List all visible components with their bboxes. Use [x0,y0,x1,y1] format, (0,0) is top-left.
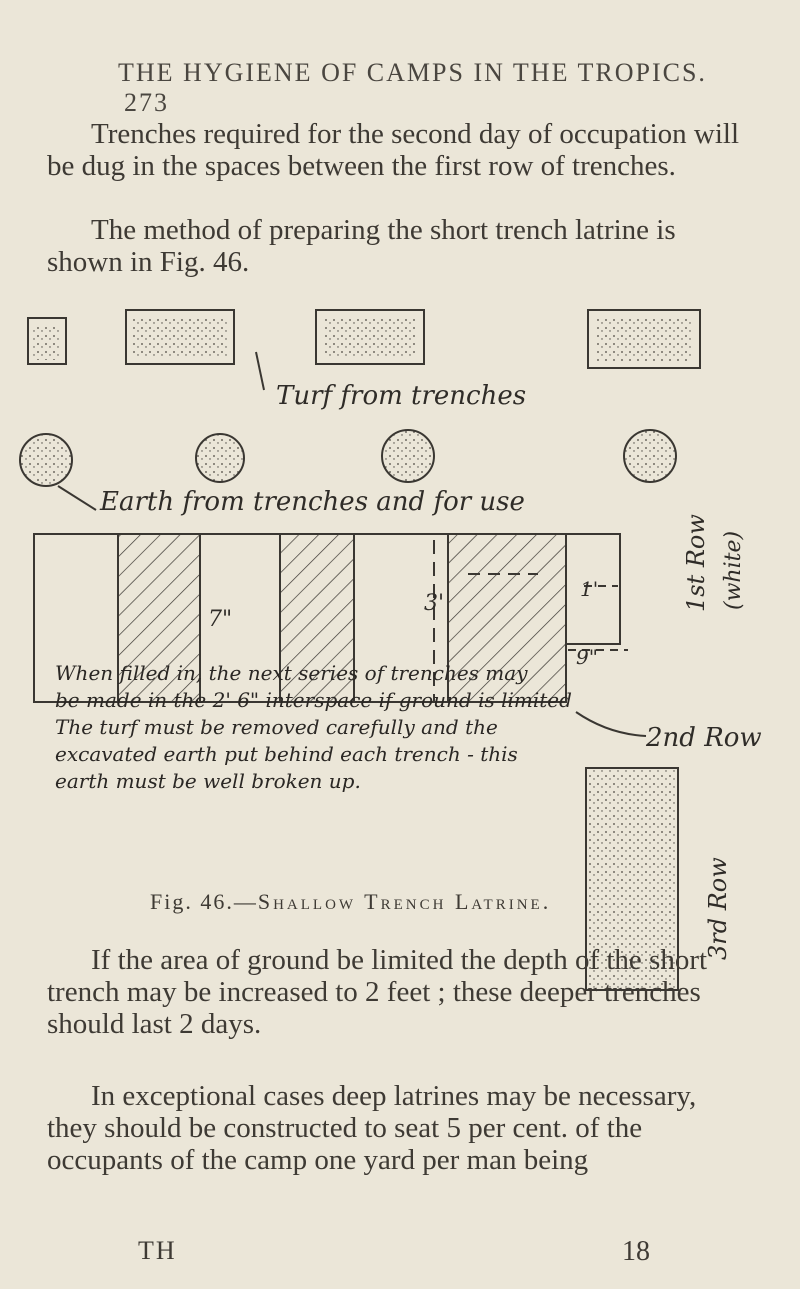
turf-square-4 [587,309,701,369]
label-row-2: 2nd Row [645,723,762,753]
earth-mound-4 [623,429,677,483]
turf-square-2 [125,309,235,365]
label-turf: Turf from trenches [276,381,526,411]
dim-1-foot: 1' [580,577,598,601]
footer-signature: TH [138,1236,177,1265]
earth-row [19,429,677,511]
paragraph-3-text: If the area of ground be limited the dep… [47,944,708,1040]
figure-drawing: Turf from trenches Earth from trenches a… [19,309,762,991]
trench-1-fill [117,533,201,703]
note-line: be made in the 2' 6" interspace if groun… [55,688,572,712]
trench-3 [353,533,449,703]
turf-square-1 [27,317,67,365]
paragraph-1: Trenches required for the second day of … [47,118,747,182]
label-earth: Earth from trenches and for use [99,487,525,517]
dim-3-foot: 3' [424,591,444,616]
caption-title: Shallow Trench Latrine. [257,889,552,914]
paragraph-3: If the area of ground be limited the dep… [47,944,747,1040]
figure-46: Turf from trenches Earth from trenches a… [19,309,788,991]
dim-7-inch: 7" [208,607,232,632]
turf-row [27,309,701,391]
trench-4 [565,533,621,645]
trench-4-fill [447,533,567,703]
trench-row-3-block [585,767,679,991]
note-line: excavated earth put behind each trench -… [55,742,518,766]
figure-note: When filled in, the next series of trenc… [55,660,575,795]
note-line: The turf must be removed carefully and t… [55,715,498,739]
paragraph-2: The method of preparing the short trench… [47,214,747,278]
label-row-1: 1st Row [682,514,710,612]
paragraph-4-text: In exceptional cases deep latrines may b… [47,1080,697,1176]
note-line: earth must be well broken up. [55,769,361,793]
footer-sheet-number: 18 [622,1236,650,1267]
earth-mound-2 [195,433,245,483]
paragraph-2-text: The method of preparing the short trench… [47,214,676,278]
trench-row-1 [33,533,628,703]
earth-mound-3 [381,429,435,483]
label-row-3: 3rd Row [704,857,732,960]
paragraph-4: In exceptional cases deep latrines may b… [47,1080,747,1176]
paragraph-1-text: Trenches required for the second day of … [47,118,740,182]
running-title: THE HYGIENE OF CAMPS IN THE TROPICS. [118,58,707,87]
label-row-1-note: (white) [721,531,746,610]
note-line: When filled in, the next series of trenc… [55,661,528,685]
caption-fig-number: Fig. 46.— [150,889,258,914]
dim-9-inch: 9" [576,645,598,669]
earth-mound-1 [19,433,73,487]
running-header: THE HYGIENE OF CAMPS IN THE TROPICS. 273 [118,58,758,118]
trench-2-fill [279,533,355,703]
page-number: 273 [124,88,169,117]
figure-caption: Fig. 46.—Shallow Trench Latrine. [150,889,750,915]
turf-square-3 [315,309,425,365]
